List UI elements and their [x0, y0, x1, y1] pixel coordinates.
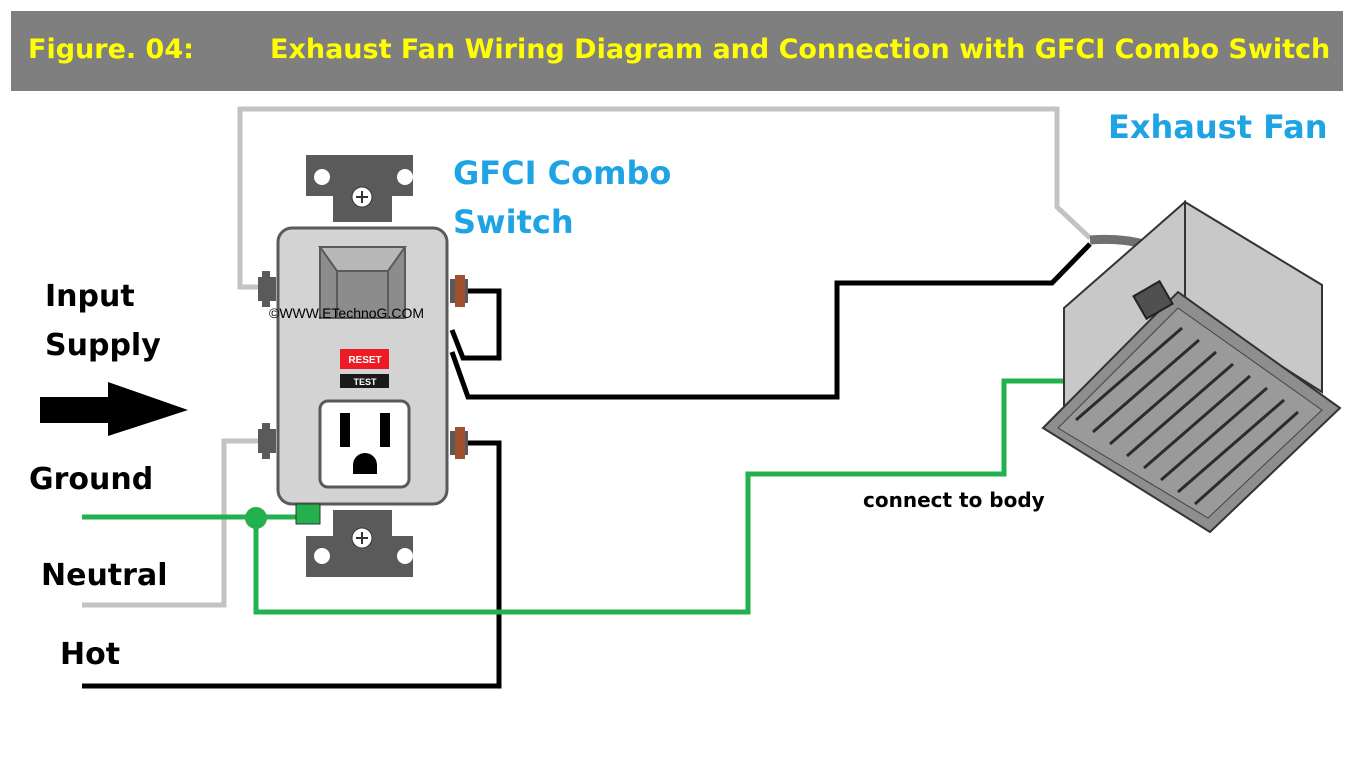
fan-grille-slats [1075, 326, 1299, 506]
neutral-label: Neutral [41, 558, 168, 593]
receptacle-ground-hole [353, 453, 377, 474]
neutral-wire-supply [82, 438, 265, 608]
figure-number: Figure. 04: [28, 34, 194, 65]
ground-wire-to-fan [253, 378, 1075, 615]
receptacle-slot-hot [380, 413, 390, 447]
exhaust-fan-label: Exhaust Fan [1108, 108, 1328, 146]
exhaust-fan [1041, 199, 1342, 534]
reset-label: RESET [348, 355, 381, 366]
neutral-wire-to-fan [237, 106, 1092, 290]
gfci-combo-switch [258, 155, 468, 577]
gfci-label-line2: Switch [453, 203, 574, 241]
hot-label: Hot [60, 637, 121, 672]
fan-connector [1132, 279, 1174, 321]
ground-terminal [295, 503, 321, 525]
figure-title: Exhaust Fan Wiring Diagram and Connectio… [270, 34, 1331, 65]
watermark: ©WWW.ETechnoG.COM [269, 305, 424, 321]
ground-label: Ground [29, 462, 154, 497]
input-arrow-icon [40, 382, 188, 436]
hot-wire-supply [82, 440, 502, 689]
gfci-label-line1: GFCI Combo [453, 154, 672, 192]
test-button[interactable] [340, 374, 389, 388]
hot-jumper-wire [449, 288, 502, 361]
test-label: TEST [353, 377, 377, 387]
receptacle [318, 399, 411, 489]
ground-junction [245, 507, 267, 529]
connect-to-body-label: connect to body [863, 488, 1045, 512]
receptacle-slot-neutral [340, 413, 350, 447]
input-supply-label-line2: Supply [45, 328, 161, 363]
title-banner [11, 11, 1343, 91]
input-supply-label-line1: Input [45, 279, 135, 314]
fan-housing-side [1184, 200, 1323, 394]
reset-button[interactable] [340, 349, 389, 369]
switched-hot-wire [449, 242, 1092, 400]
